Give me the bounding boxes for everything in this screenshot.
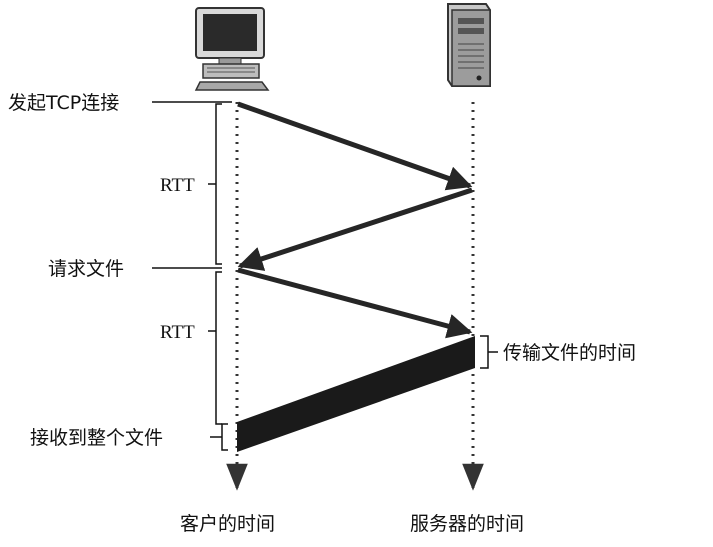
transmit-bracket <box>480 335 498 369</box>
rtt-bracket-1 <box>208 103 222 265</box>
synack-arrow <box>237 187 473 271</box>
request-label: 请求文件 <box>48 258 124 280</box>
syn-arrow <box>237 101 473 191</box>
initiate-label: 发起TCP连接 <box>8 92 119 114</box>
rtt-bracket-2 <box>208 271 222 425</box>
transmit-time-label: 传输文件的时间 <box>503 342 636 364</box>
server-tower-icon <box>447 3 491 87</box>
rtt-label-2: RTT <box>160 322 195 343</box>
server-time-label: 服务器的时间 <box>410 513 524 535</box>
received-label: 接收到整个文件 <box>30 427 163 449</box>
request-arrow <box>237 267 473 339</box>
rtt-label-1: RTT <box>160 175 195 196</box>
receive-bracket <box>210 423 228 451</box>
desktop-computer-icon <box>194 7 270 91</box>
client-time-label: 客户的时间 <box>180 513 275 535</box>
file-transfer-band <box>237 336 475 452</box>
